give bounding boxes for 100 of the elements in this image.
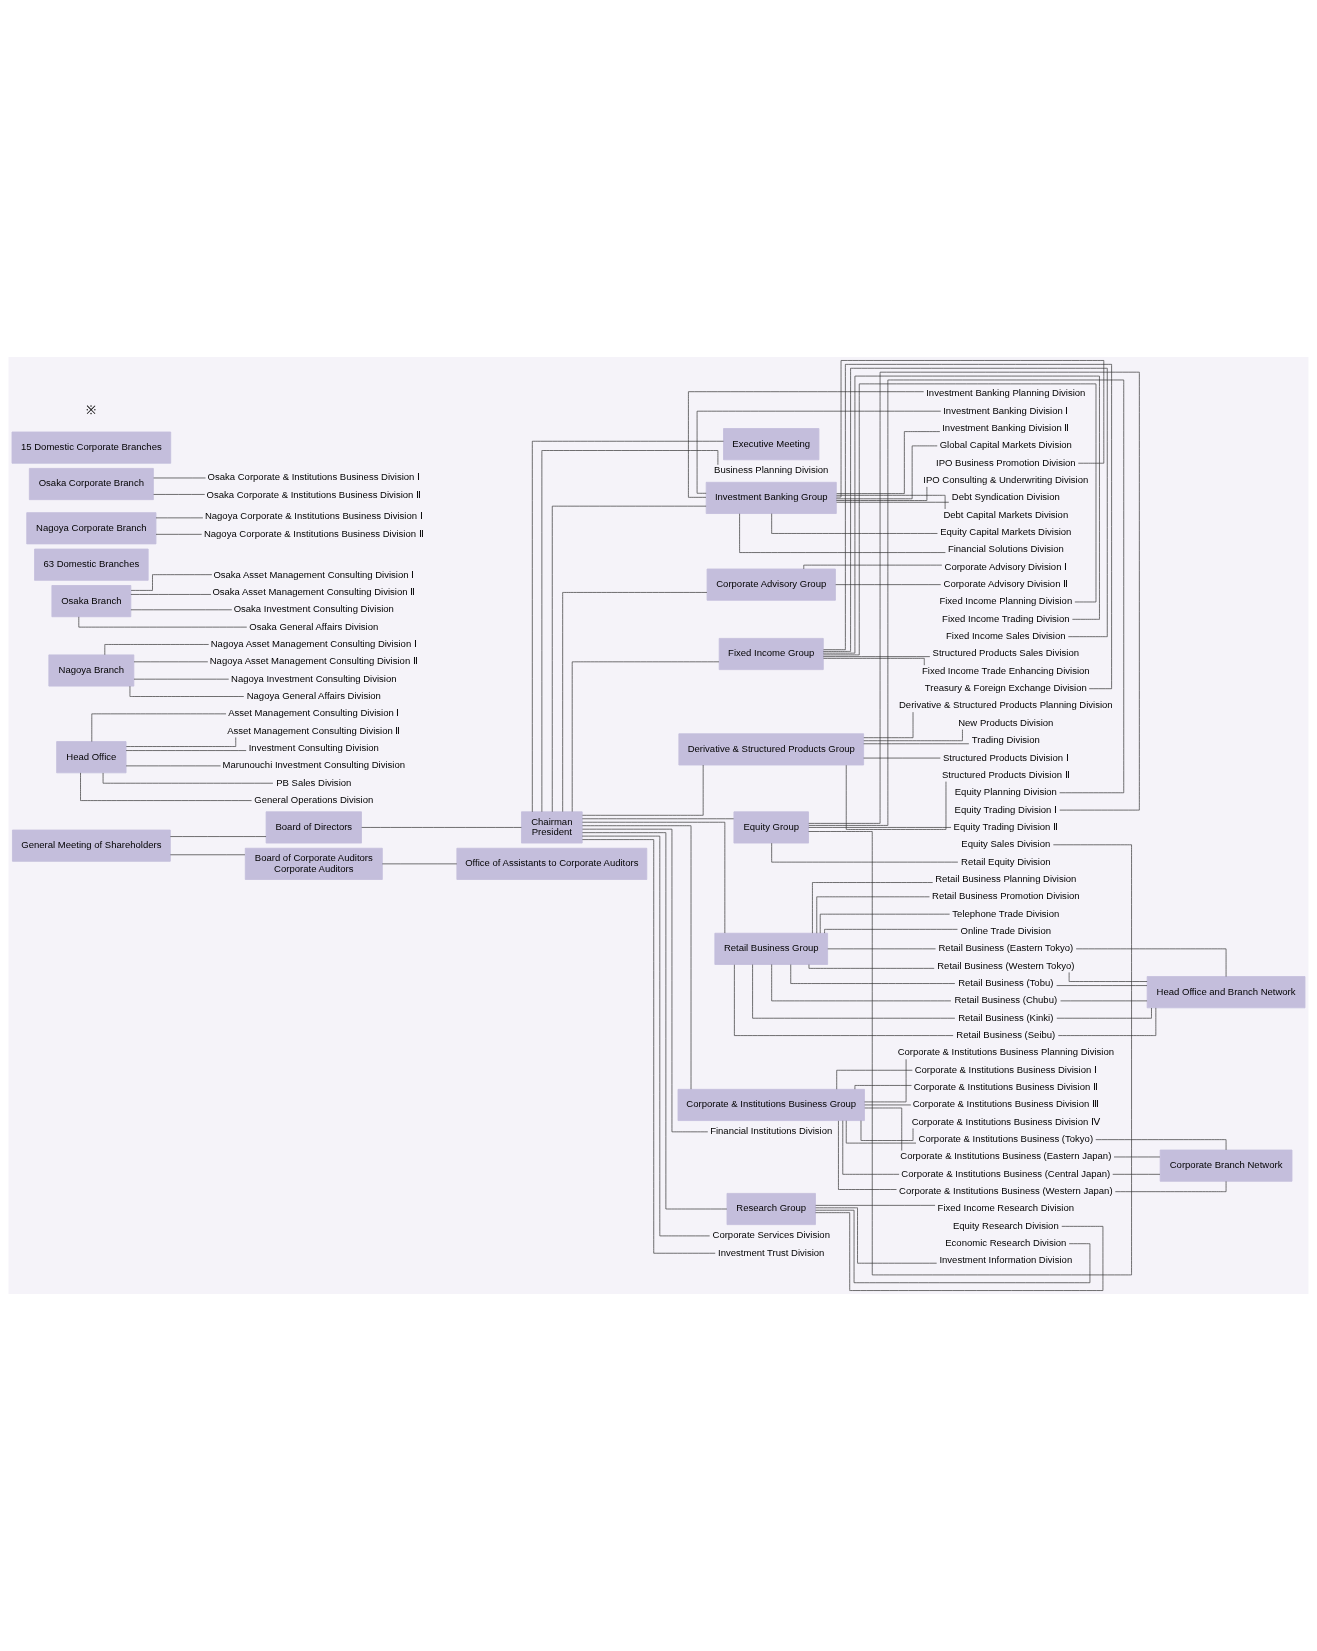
node-text: Osaka Corporate & Institutions Business Division Ⅱ [206, 488, 422, 500]
node-text: Fixed Income Trading Division [942, 612, 1070, 624]
connector [125, 737, 237, 747]
connector [808, 964, 935, 969]
node-text: Economic Research Division [945, 1237, 1067, 1249]
node-text: Retail Business (Tobu) [958, 976, 1054, 988]
node-text: Marunouchi Investment Consulting Division [222, 759, 406, 771]
node-text: Osaka General Affairs Division [249, 620, 379, 632]
connector [816, 896, 930, 934]
node-box: Corporate & Institutions Business Group [677, 1088, 865, 1121]
node-box: 63 Domestic Branches [34, 548, 149, 581]
connector [824, 929, 958, 934]
node-box: General Meeting of Shareholders [12, 829, 171, 862]
node-text: Investment Banking Division Ⅱ [942, 421, 1070, 433]
connector [860, 1120, 914, 1141]
connector [819, 913, 950, 934]
node-text: Equity Capital Markets Division [940, 526, 1072, 538]
connector [838, 1120, 897, 1190]
connector [129, 685, 245, 697]
node-text: Retail Business (Western Tokyo) [937, 959, 1075, 971]
connector [739, 513, 946, 553]
node-text: Treasury & Foreign Exchange Division [924, 682, 1087, 694]
node-text: Equity Trading Division Ⅰ [954, 803, 1058, 815]
connector [836, 360, 1105, 498]
connector [827, 948, 936, 950]
node-text: Corporate & Institutions Business Planning Division [897, 1046, 1114, 1058]
connector [361, 827, 522, 828]
node-text: Corporate Services Division [712, 1229, 830, 1241]
node-box: Head Office and Branch Network [1146, 976, 1306, 1009]
node-text: Equity Planning Division [954, 786, 1057, 798]
node-text: Retail Business (Kinki) [958, 1011, 1054, 1023]
node-text: PB Sales Division [276, 776, 352, 788]
node-text: Osaka Corporate & Institutions Business Division Ⅰ [207, 471, 421, 483]
node-box: Osaka Branch [51, 585, 132, 618]
connector [688, 391, 924, 498]
connector [582, 832, 728, 1210]
connector [836, 431, 941, 494]
connector [815, 1207, 937, 1264]
connector [771, 842, 959, 863]
connector [1113, 1156, 1161, 1158]
connector [822, 656, 931, 657]
node-text: Nagoya Investment Consulting Division [231, 672, 397, 684]
connector [734, 964, 954, 1036]
connector [155, 534, 202, 535]
node-box: Derivative & Structured Products Group [678, 733, 865, 766]
connector [551, 505, 707, 813]
node-text: Telephone Trade Division [952, 907, 1060, 919]
node-box: 15 Domestic Corporate Branches [11, 431, 172, 464]
node-text: Corporate & Institutions Business (Western Japan) [899, 1185, 1113, 1197]
connector [864, 1059, 907, 1103]
node-text: Structured Products Division Ⅱ [941, 768, 1070, 780]
node-box: Board of Directors [265, 811, 362, 844]
node-box: Equity Group [733, 811, 809, 844]
node-box: Nagoya Corporate Branch [26, 512, 157, 545]
node-text: Asset Management Consulting Division Ⅱ [227, 724, 401, 736]
connector [170, 836, 267, 837]
node-text: Equity Trading Division Ⅱ [953, 820, 1059, 832]
node-text: Structured Products Division Ⅰ [942, 751, 1069, 763]
node-text: Fixed Income Sales Division [946, 630, 1066, 642]
connector [582, 821, 726, 934]
connector [863, 729, 963, 742]
node-text: Nagoya Corporate & Institutions Business Division Ⅱ [203, 527, 424, 539]
node-text: Corporate & Institutions Business Division Ⅳ [911, 1115, 1100, 1127]
node-text: Investment Banking Planning Division [926, 387, 1086, 399]
node-box: Board of Corporate Auditors Corporate Auditors [244, 847, 383, 880]
connector [1057, 1007, 1157, 1036]
connector [771, 964, 952, 1002]
node-text: Osaka Asset Management Consulting Division Ⅱ [212, 585, 416, 597]
connector [582, 764, 704, 816]
connector [1060, 1000, 1148, 1002]
node-text: Fixed Income Trade Enhancing Division [921, 664, 1090, 676]
connector [80, 772, 252, 801]
node-box: Investment Banking Group [705, 481, 837, 514]
connector [845, 764, 947, 830]
connector [803, 564, 943, 570]
node-text: Osaka Asset Management Consulting Division Ⅰ [213, 568, 415, 580]
connector [1095, 1139, 1227, 1151]
node-text: Osaka Investment Consulting Division [233, 603, 394, 615]
node-text: New Products Division [958, 716, 1054, 728]
connector [1068, 972, 1148, 982]
node-box: Office of Assistants to Corporate Auditors [456, 847, 648, 880]
connector [815, 1209, 1091, 1284]
connector [863, 743, 970, 745]
connector [582, 825, 692, 1090]
connector [153, 494, 206, 495]
connector [125, 750, 247, 751]
node-box: Corporate Advisory Group [706, 568, 836, 601]
connector [130, 574, 213, 591]
node-box: Executive Meeting [723, 428, 820, 461]
node-text: Fixed Income Planning Division [939, 595, 1073, 607]
node-box: Corporate Branch Network [1159, 1149, 1293, 1182]
node-text: Online Trade Division [960, 924, 1052, 936]
label: ※ [86, 403, 97, 418]
node-text: Retail Business Promotion Division [932, 890, 1080, 902]
node-text: IPO Consulting & Underwriting Division [923, 474, 1089, 485]
connector [104, 644, 210, 656]
node-text: General Operations Division [254, 794, 374, 805]
connector [130, 594, 212, 595]
node-box: Head Office [56, 741, 127, 774]
connector [696, 410, 942, 494]
